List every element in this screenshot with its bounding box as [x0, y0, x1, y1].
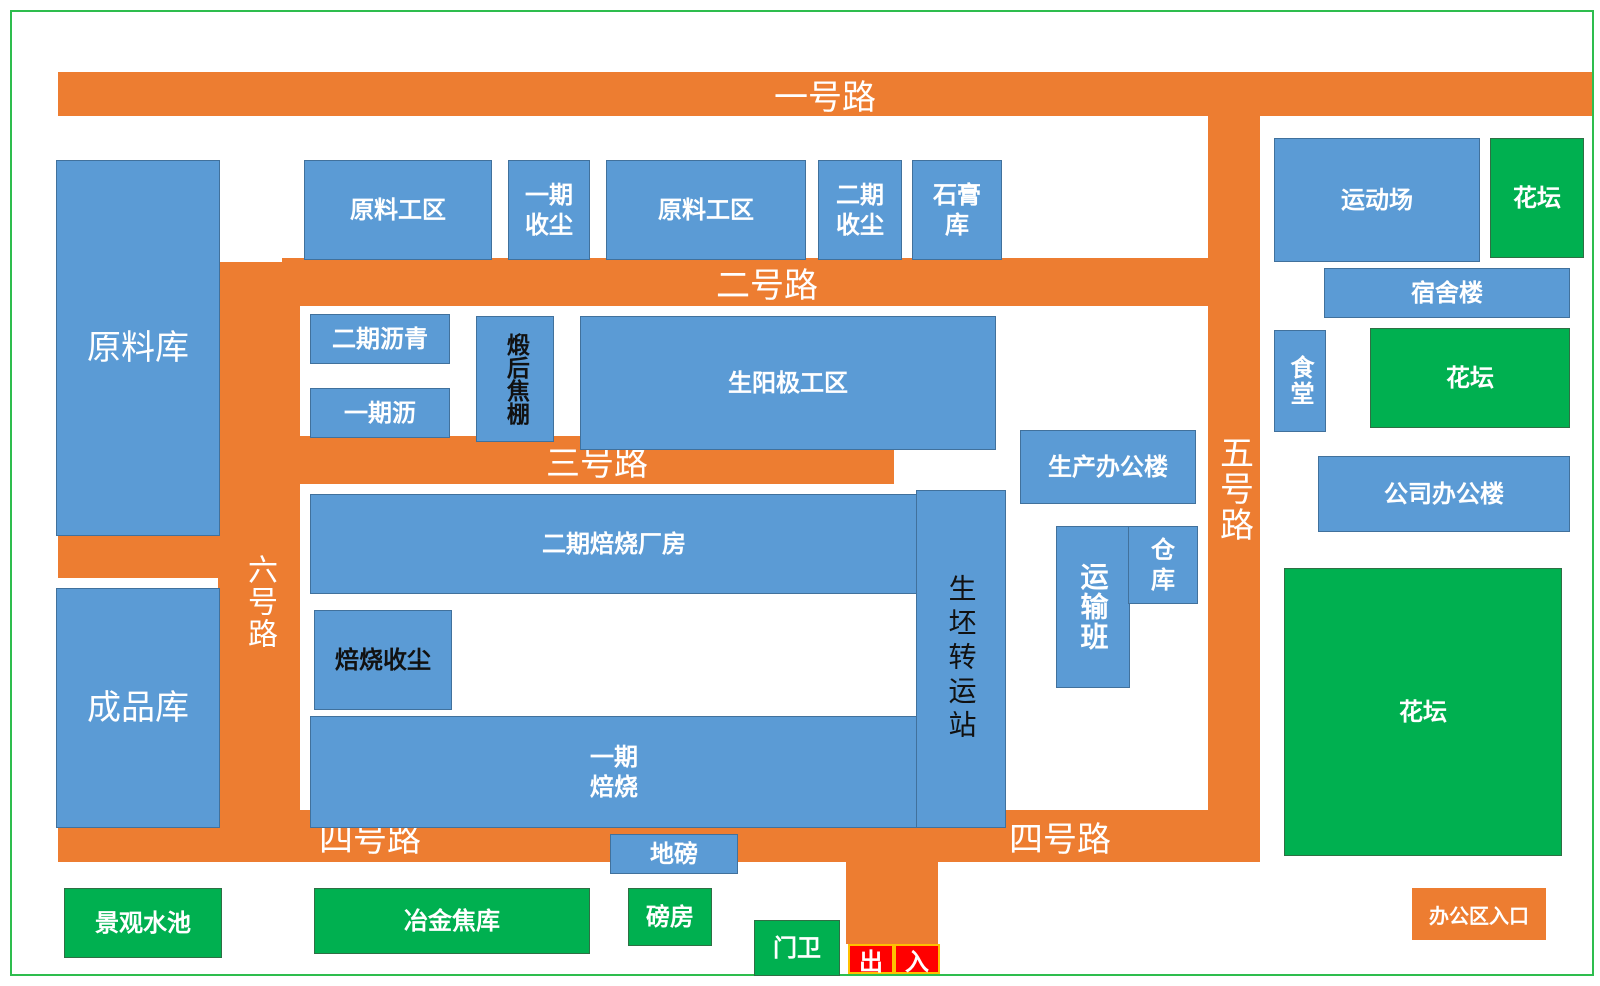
phase-1-baking: 一期焙烧	[310, 716, 918, 828]
flowerbed-2-label: 花坛	[1446, 364, 1494, 392]
phase-1-dust-line1: 一期	[525, 181, 573, 209]
phase-1-dust-collection: 一期收尘	[508, 160, 590, 260]
road-gate-connector	[846, 860, 938, 944]
flowerbed-2: 花坛	[1370, 328, 1570, 428]
production-office-label: 生产办公楼	[1048, 453, 1168, 481]
baking-dust-collection-label: 焙烧收尘	[335, 646, 431, 674]
entry-gate: 入	[894, 944, 940, 976]
scale-house: 磅房	[628, 888, 712, 946]
metallurgical-coke-warehouse-label: 冶金焦库	[404, 907, 500, 935]
office-area-entrance: 办公区入口	[1412, 888, 1546, 940]
phase-1-baking-line2: 焙烧	[590, 773, 638, 801]
road-4-label-right: 四号路	[1009, 819, 1111, 860]
production-office: 生产办公楼	[1020, 430, 1196, 504]
gypsum-warehouse: 石膏库	[912, 160, 1002, 260]
road-6: 六号路	[218, 262, 300, 862]
raw-material-area-1-label: 原料工区	[350, 196, 446, 224]
company-office: 公司办公楼	[1318, 456, 1570, 532]
gypsum-line1: 石膏	[933, 181, 981, 209]
guard-house-label: 门卫	[773, 934, 821, 962]
road-5: 五号路	[1208, 116, 1260, 862]
canteen: 食堂	[1274, 330, 1326, 432]
phase-1-baking-line1: 一期	[590, 743, 638, 771]
exit-gate-label: 出	[859, 947, 883, 976]
guard-house: 门卫	[754, 920, 840, 976]
road-connector-left	[58, 528, 222, 578]
scale-house-label: 磅房	[646, 903, 694, 931]
green-anode-area-label: 生阳极工区	[728, 369, 848, 397]
green-body-transfer-station: 生坯转运站	[916, 490, 1006, 828]
green-body-transfer-station-label: 生坯转运站	[944, 574, 978, 744]
flowerbed-3: 花坛	[1284, 568, 1562, 856]
raw-material-area-2: 原料工区	[606, 160, 806, 260]
road-6-label: 六号路	[242, 554, 277, 650]
road-2: 二号路	[282, 258, 1212, 306]
weighbridge: 地磅	[610, 834, 738, 874]
baking-dust-collection: 焙烧收尘	[314, 610, 452, 710]
raw-material-area-1: 原料工区	[304, 160, 492, 260]
finished-product-warehouse: 成品库	[56, 588, 220, 828]
road-3-label: 三号路	[546, 443, 648, 484]
raw-material-warehouse-label: 原料库	[87, 327, 189, 368]
raw-material-area-2-label: 原料工区	[658, 196, 754, 224]
storehouse-line2: 库	[1151, 566, 1175, 594]
phase-2-asphalt: 二期沥青	[310, 314, 450, 364]
landscape-pool-label: 景观水池	[95, 909, 191, 937]
landscape-pool: 景观水池	[64, 888, 222, 958]
calcined-coke-shed-label: 煅后焦棚	[502, 333, 529, 425]
weighbridge-label: 地磅	[650, 840, 698, 868]
exit-gate: 出	[848, 944, 894, 976]
phase-2-asphalt-label: 二期沥青	[332, 325, 428, 353]
storehouse: 仓库	[1128, 526, 1198, 604]
sports-field-label: 运动场	[1341, 186, 1413, 214]
phase-1-dust-line2: 收尘	[525, 211, 573, 239]
phase-1-asphalt: 一期沥	[310, 388, 450, 438]
raw-material-warehouse: 原料库	[56, 160, 220, 536]
company-office-label: 公司办公楼	[1384, 480, 1504, 508]
road-1: 一号路	[58, 72, 1592, 118]
phase-1-asphalt-label: 一期沥	[344, 399, 416, 427]
office-area-entrance-label: 办公区入口	[1429, 903, 1529, 928]
phase-2-baking-plant-label: 二期焙烧厂房	[542, 530, 686, 558]
road-4-label-right-box: 四号路	[990, 812, 1130, 860]
entry-gate-label: 入	[905, 947, 929, 976]
storehouse-line1: 仓	[1151, 536, 1175, 564]
dormitory: 宿舍楼	[1324, 268, 1570, 318]
road-5-label: 五号路	[1213, 435, 1254, 543]
road-1-label: 一号路	[774, 77, 876, 118]
finished-product-warehouse-label: 成品库	[87, 687, 189, 728]
metallurgical-coke-warehouse: 冶金焦库	[314, 888, 590, 954]
dormitory-label: 宿舍楼	[1411, 279, 1483, 307]
road-2-label: 二号路	[716, 265, 818, 306]
phase-2-baking-plant: 二期焙烧厂房	[310, 494, 918, 594]
calcined-coke-shed: 煅后焦棚	[476, 316, 554, 442]
phase-2-dust-line2: 收尘	[836, 211, 884, 239]
transport-team-label: 运输班	[1076, 562, 1110, 652]
phase-2-dust-collection: 二期收尘	[818, 160, 902, 260]
flowerbed-1-label: 花坛	[1513, 184, 1561, 212]
flowerbed-1: 花坛	[1490, 138, 1584, 258]
flowerbed-3-label: 花坛	[1399, 698, 1447, 726]
green-anode-area: 生阳极工区	[580, 316, 996, 450]
phase-2-dust-line1: 二期	[836, 181, 884, 209]
canteen-label: 食堂	[1286, 355, 1314, 407]
transport-team: 运输班	[1056, 526, 1130, 688]
sports-field: 运动场	[1274, 138, 1480, 262]
gypsum-line2: 库	[945, 211, 969, 239]
